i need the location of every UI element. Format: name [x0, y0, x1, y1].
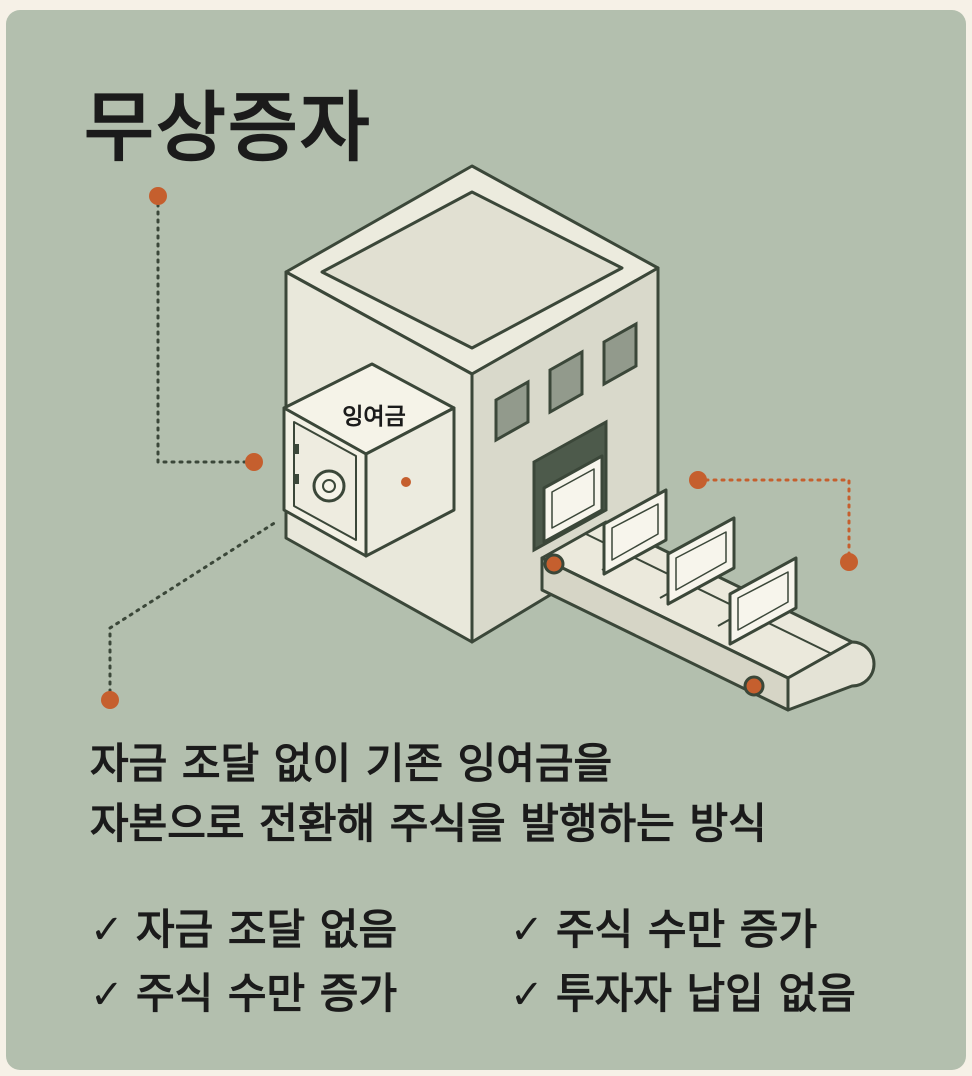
belt-roller: [543, 553, 565, 575]
share-certificate: [542, 454, 604, 544]
checklist-item-label: 주식 수만 증가: [136, 969, 398, 1019]
checklist-item-label: 투자자 납입 없음: [556, 969, 856, 1019]
window: [602, 321, 638, 387]
factory-illustration: 잉여금: [101, 164, 876, 712]
checkmark-icon: ✓: [510, 907, 544, 954]
checklist-item: ✓ 자금 조달 없음: [90, 905, 510, 955]
share-certificates: [542, 454, 798, 646]
page-title: 무상증자: [84, 83, 372, 172]
accent-dot: [149, 187, 167, 205]
building-windows: [494, 321, 638, 443]
connector-line-safe: [156, 194, 256, 464]
accent-dot: [840, 553, 858, 571]
window: [494, 379, 530, 443]
safe-dial-icon: [312, 469, 346, 503]
share-certificate: [666, 516, 736, 606]
checklist-item-label: 주식 수만 증가: [556, 905, 818, 954]
safe-label: 잉여금: [342, 404, 405, 430]
checkmark-icon: ✓: [90, 907, 124, 954]
checklist-item: ✓ 투자자 납입 없음: [510, 969, 930, 1019]
checklist: ✓ 자금 조달 없음 ✓ 주식 수만 증가 ✓ 주식 수만 증가 ✓ 투자자 납…: [90, 905, 950, 1020]
accent-dot: [401, 477, 411, 487]
accent-dots: [101, 187, 858, 709]
checkmark-icon: ✓: [510, 971, 544, 1018]
infographic-card: 무상증자: [6, 10, 966, 1070]
belt-end-roller: [786, 640, 876, 712]
checklist-item: ✓ 주식 수만 증가: [90, 969, 510, 1019]
checklist-item-label: 자금 조달 없음: [136, 905, 398, 954]
accent-dot: [689, 471, 707, 489]
accent-dot: [101, 691, 119, 709]
share-certificate: [602, 488, 668, 576]
description-line: 자본으로 전환해 주식을 발행하는 방식: [90, 798, 767, 848]
checkmark-icon: ✓: [90, 971, 124, 1018]
connector-line-shares: [696, 478, 851, 562]
description: 자금 조달 없이 기존 잉여금을 자본으로 전환해 주식을 발행하는 방식: [90, 734, 950, 853]
description-line: 자금 조달 없이 기존 잉여금을: [90, 739, 613, 788]
window: [548, 349, 584, 415]
checklist-item: ✓ 주식 수만 증가: [510, 905, 930, 955]
connector-line-base: [108, 520, 278, 702]
accent-dot: [245, 453, 263, 471]
roof-inner: [320, 190, 624, 350]
belt-roller: [743, 675, 765, 697]
share-certificate: [728, 556, 798, 646]
